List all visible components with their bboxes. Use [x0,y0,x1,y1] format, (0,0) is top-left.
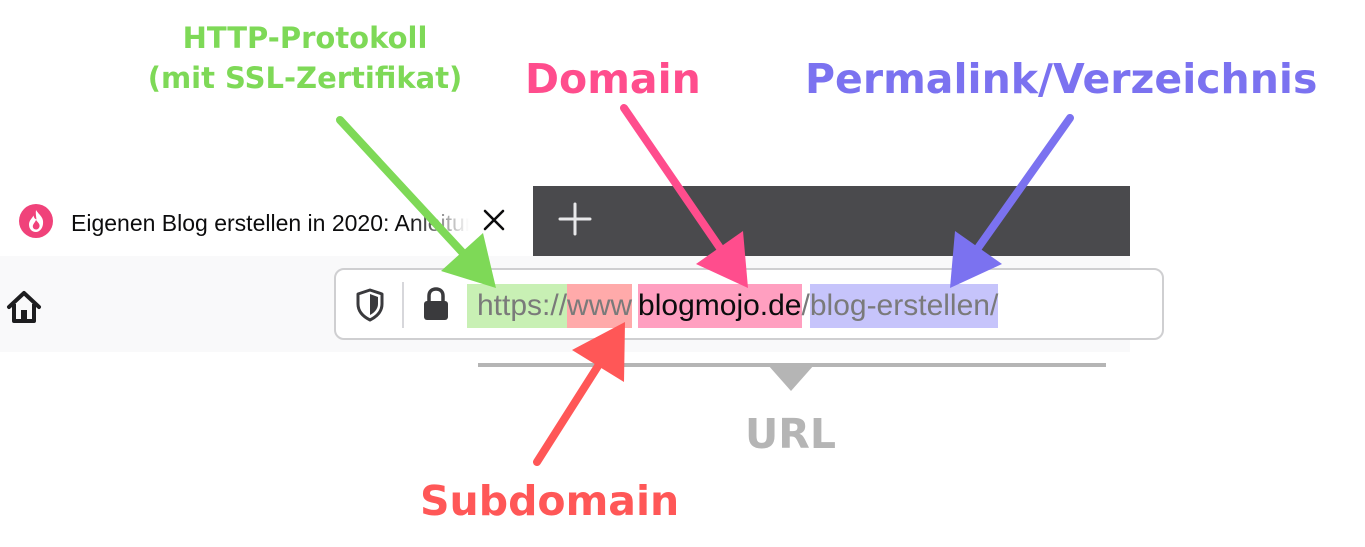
domain-label: Domain [525,55,701,103]
shield-icon[interactable] [354,287,386,323]
tab-title[interactable]: Eigenen Blog erstellen in 2020: Anleitun… [71,210,469,236]
url-protocol: https:// [467,284,568,328]
address-bar-divider [402,282,404,328]
http-protocol-label: HTTP-Protokoll (mit SSL-Zertifikat) [120,18,490,98]
permalink-label: Permalink/Verzeichnis [805,55,1318,103]
url-path: blog-erstellen/ [809,284,999,328]
tab-strip-background [533,186,1130,256]
url-separator: / [801,289,810,322]
http-protocol-label-line2: (mit SSL-Zertifikat) [147,61,463,95]
url-label: URL [745,410,836,458]
url-domain: blogmojo.de [638,284,802,328]
url-brace [478,363,1106,391]
lock-icon[interactable] [420,285,452,323]
url-subdomain: www [567,284,633,328]
http-protocol-label-line1: HTTP-Protokoll [182,21,428,55]
plus-icon[interactable] [556,200,594,238]
subdomain-label: Subdomain [420,477,680,525]
close-icon[interactable] [478,204,510,236]
home-icon[interactable] [4,287,44,327]
blogmojo-flame-icon [18,203,54,239]
